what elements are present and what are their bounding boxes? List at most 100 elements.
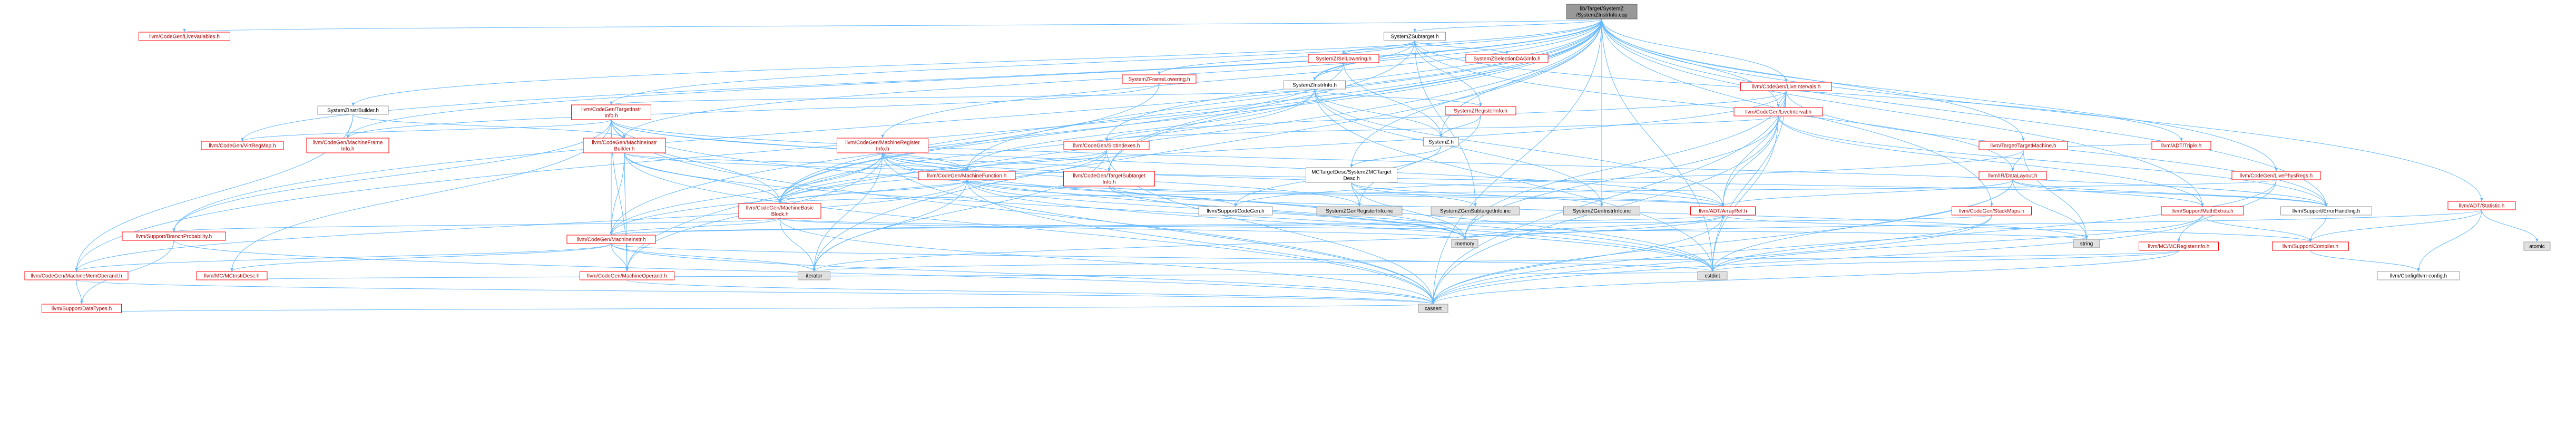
edge-systemzinstrinfo-to-arrayref [1314, 89, 1725, 207]
node-label: atomic [2529, 244, 2544, 250]
node-box [2280, 206, 2372, 216]
node-label: llvm/ADT/Triple.h [2161, 143, 2201, 149]
node-systemzregisterinfo[interactable]: SystemZRegisterInfo.h [1445, 106, 1516, 115]
edge [1711, 90, 1787, 272]
edge-root-to-systemzinstrbuilder [351, 18, 1602, 106]
edge [241, 119, 612, 142]
node-label: llvm/CodeGen/SlotIndexes.h [1073, 143, 1140, 149]
node-machinefunction[interactable]: llvm/CodeGen/MachineFunction.h [918, 171, 1016, 180]
node-stackmaps[interactable]: llvm/CodeGen/StackMaps.h [1952, 206, 2032, 216]
edge-root-to-systemzsubtarget [1413, 18, 1602, 33]
node-systemz[interactable]: SystemZ.h [1423, 137, 1459, 147]
edge-machinememoperand-to-cassert [76, 279, 1435, 305]
edge [1439, 114, 1481, 138]
edge [2309, 215, 2327, 242]
node-string: string [2073, 239, 2100, 248]
node-branchprobability[interactable]: llvm/Support/BranchProbability.h [122, 231, 226, 241]
edge [1343, 62, 1443, 138]
node-box [42, 304, 122, 313]
edge-machinememoperand-to-datatypes [76, 279, 83, 305]
node-mcinstrdesc[interactable]: llvm/MC/MCInstrDesc.h [196, 271, 268, 280]
edge-machineregisterinfo-to-targetsubtargetinfo [882, 152, 1111, 172]
edge [1722, 215, 2312, 242]
node-box [1431, 206, 1520, 216]
node-liveintervals[interactable]: llvm/CodeGen/LiveIntervals.h [1740, 82, 1832, 91]
node-label: SystemZGenSubtargetInfo.inc [1440, 209, 1511, 215]
node-box [2161, 206, 2244, 216]
edge [346, 83, 1160, 139]
node-box [2447, 201, 2516, 210]
node-virtregmap[interactable]: llvm/CodeGen/VirtRegMap.h [201, 141, 284, 150]
node-label: llvm/CodeGen/MachineOperand.h [587, 274, 667, 279]
node-systemzinstrinfo[interactable]: SystemZInstrInfo.h [1284, 80, 1346, 90]
node-mcregisterinfo[interactable]: llvm/MC/MCRegisterInfo.h [2139, 241, 2219, 251]
node-label: llvm/CodeGen/LiveIntervals.h [1752, 84, 1821, 90]
edge-systemzinstrinfo-to-systemzregisterinfo [1314, 89, 1482, 107]
node-mathextras[interactable]: llvm/Support/MathExtras.h [2161, 206, 2244, 216]
node-box [1978, 141, 2068, 150]
node-systemzselectiondaginfo[interactable]: SystemZSelectionDAGInfo.h [1465, 54, 1549, 63]
node-box [1418, 304, 1448, 313]
edge-machineinstrbuilder-to-machineinstr [610, 152, 625, 236]
node-box [1451, 239, 1478, 248]
node-label: memory [1455, 241, 1474, 247]
edge [626, 279, 1435, 305]
edge-root-to-statistic [1601, 18, 2483, 202]
edge-mathextras-to-cassert [1432, 215, 2203, 305]
edge-machinefunction-to-cassert [966, 179, 1435, 305]
node-systemzsubtarget[interactable]: SystemZSubtarget.h [1384, 32, 1446, 41]
edge-arrayref-to-iterator [812, 215, 1723, 272]
node-systemzinstrbuilder[interactable]: SystemZInstrBuilder.h [317, 105, 389, 115]
edge [611, 119, 2328, 207]
node-supportcodegen[interactable]: llvm/Support/CodeGen.h [1198, 206, 1273, 216]
node-supportcompiler[interactable]: llvm/Support/Compiler.h [2272, 241, 2349, 251]
edge [611, 243, 816, 272]
node-targetmachine[interactable]: llvm/Target/TargetMachine.h [1978, 141, 2068, 150]
node-box [1445, 106, 1516, 115]
node-livevariables[interactable]: llvm/CodeGen/LiveVariables.h [139, 32, 230, 41]
edge [813, 250, 2179, 272]
node-machinememoperand[interactable]: llvm/CodeGen/MachineMemOperand.h [24, 271, 129, 280]
node-machineinstr[interactable]: llvm/CodeGen/MachineInstr.h [566, 235, 656, 244]
edge-systemzinstrinfo-to-machinebasicblock [778, 89, 1315, 204]
node-label: llvm/CodeGen/MachineBasic [746, 206, 814, 211]
node-datalayout[interactable]: llvm/IR/DataLayout.h [1978, 171, 2047, 180]
edge-datalayout-to-mathextras [2012, 179, 2204, 207]
node-slotindexes[interactable]: llvm/CodeGen/SlotIndexes.h [1063, 141, 1150, 150]
edge-mcregisterinfo-to-iterator [813, 250, 2179, 272]
node-liveinterval[interactable]: llvm/CodeGen/LiveInterval.h [1733, 107, 1823, 116]
node-box [583, 138, 666, 153]
node-systemzframelowering[interactable]: SystemZFrameLowering.h [1122, 74, 1197, 84]
node-label: SystemZSelectionDAGInfo.h [1473, 56, 1540, 62]
node-adttriple[interactable]: llvm/ADT/Triple.h [2151, 141, 2211, 150]
node-llvmconfig[interactable]: llvm/Config/llvm-config.h [2377, 271, 2460, 280]
edge [611, 119, 968, 172]
node-systemzisellowering[interactable]: SystemZISelLowering.h [1308, 54, 1379, 63]
edge [779, 179, 2277, 204]
edge [624, 152, 781, 204]
edge-systemzinstrinfo-to-systemz [1314, 89, 1443, 138]
edge-machinebasicblock-to-string [779, 218, 2088, 240]
edge [1463, 209, 2482, 240]
node-datatypes[interactable]: llvm/Support/DataTypes.h [42, 304, 122, 313]
node-label: llvm/Support/Compiler.h [2283, 244, 2338, 250]
node-livephysregs[interactable]: llvm/CodeGen/LivePhysRegs.h [2231, 171, 2321, 180]
edge [1711, 215, 2203, 272]
node-machineoperand[interactable]: llvm/CodeGen/MachineOperand.h [580, 271, 674, 280]
node-label: llvm/Support/MathExtras.h [2171, 209, 2233, 215]
edge [1601, 18, 2278, 172]
edge-datalayout-to-string [2012, 179, 2088, 240]
node-label: SystemZInstrBuilder.h [327, 108, 379, 114]
node-arrayref[interactable]: llvm/ADT/ArrayRef.h [1690, 206, 1756, 216]
node-errorhandling[interactable]: llvm/Support/ErrorHandling.h [2280, 206, 2372, 216]
edge [1109, 186, 1725, 207]
node-statistic[interactable]: llvm/ADT/Statistic.h [2447, 201, 2516, 210]
